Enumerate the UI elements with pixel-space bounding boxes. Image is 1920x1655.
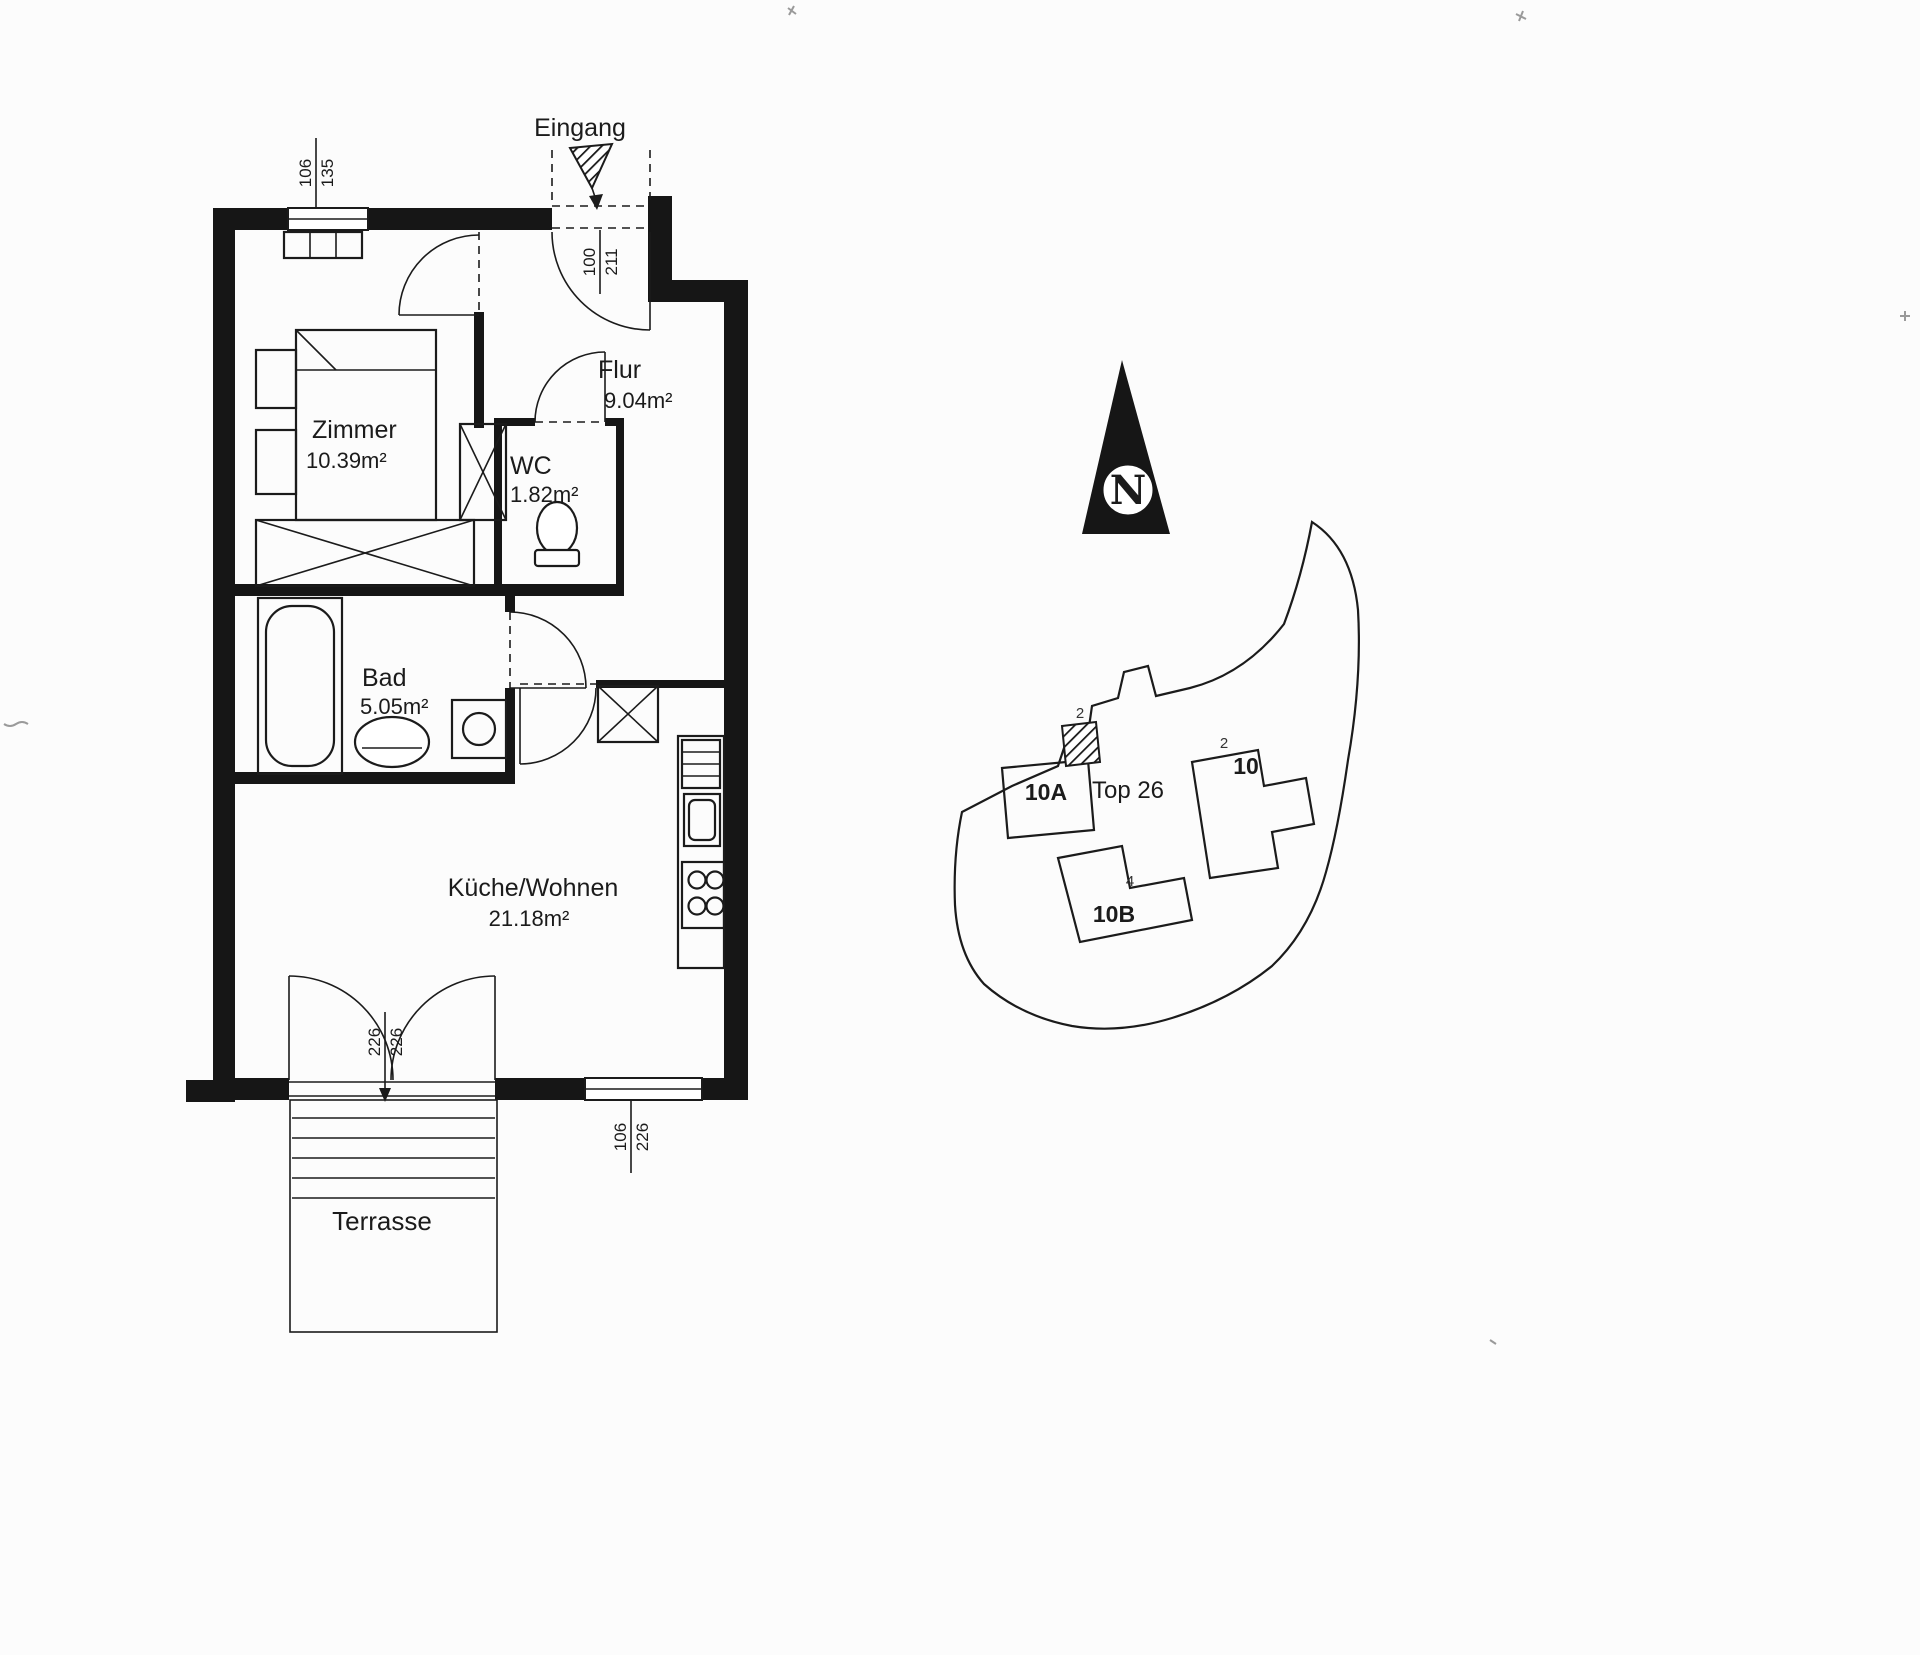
entrance-annotation: Eingang — [534, 114, 626, 210]
dim-value: 106 — [611, 1123, 630, 1151]
bathroom-sink — [353, 715, 431, 769]
dim-value: 226 — [633, 1123, 652, 1151]
terrace-stairs — [292, 1117, 495, 1199]
dimension-terrace-door: 226 226 — [365, 1012, 406, 1072]
site-mark: 4 — [1126, 873, 1134, 890]
windows — [287, 207, 703, 1101]
terrace-double-door — [288, 975, 496, 1097]
washing-machine — [450, 698, 508, 760]
radiator — [282, 230, 364, 260]
dim-value: 100 — [580, 248, 599, 276]
dim-value: 226 — [387, 1028, 406, 1056]
room-labels: Zimmer 10.39m² Flur 9.04m² WC 1.82m² Bad… — [306, 356, 672, 931]
room-label-zimmer: Zimmer — [312, 416, 397, 444]
site-plan: 10A Top 26 10 10B 2 2 4 — [953, 520, 1360, 1030]
terrace-outline — [289, 1099, 498, 1333]
kitchen-appliance — [680, 738, 722, 790]
bad-door — [509, 611, 587, 689]
building-10 — [1190, 748, 1316, 880]
dimension-arrowhead-icon — [379, 1088, 391, 1102]
room-area-flur: 9.04m² — [604, 388, 672, 413]
zimmer-door — [398, 232, 480, 316]
entrance-label: Eingang — [534, 114, 626, 142]
wc-door — [534, 351, 606, 423]
room-label-wc: WC — [510, 452, 552, 480]
kitchen-counter — [676, 734, 726, 970]
building-10a — [1000, 758, 1096, 840]
dim-value: 135 — [318, 159, 337, 187]
site-mark: 2 — [1076, 705, 1084, 722]
doors — [288, 150, 651, 1097]
top-window — [287, 207, 369, 231]
bottom-window — [584, 1077, 703, 1101]
bathtub — [256, 596, 344, 776]
nightstand — [254, 348, 298, 410]
room-area-kueche: 21.18m² — [489, 906, 570, 931]
unit-label: Top 26 — [1092, 777, 1164, 804]
kitchen-sink — [682, 792, 722, 848]
dimension-top-window: 106 135 — [296, 138, 337, 208]
kitchen-door — [519, 683, 597, 765]
wardrobe — [254, 518, 476, 588]
terrace-label: Terrasse — [332, 1206, 432, 1236]
dim-value: 106 — [296, 159, 315, 187]
building-10-label: 10 — [1233, 753, 1259, 779]
fixtures — [254, 230, 726, 970]
installation-shaft — [458, 422, 508, 522]
dimensions: 106 135 100 211 226 226 106 226 — [296, 138, 652, 1173]
site-mark: 2 — [1220, 735, 1228, 752]
unit-marker-icon — [1060, 720, 1102, 768]
dim-value: 226 — [365, 1028, 384, 1056]
entrance-arrowhead-icon — [589, 194, 603, 210]
room-label-bad: Bad — [362, 664, 406, 692]
toilet — [533, 500, 581, 568]
building-10a-label: 10A — [1025, 779, 1067, 805]
building-10b-label: 10B — [1093, 901, 1135, 927]
stove — [680, 860, 726, 930]
north-letter: N — [1110, 467, 1147, 514]
building-10b — [1056, 844, 1194, 944]
room-area-zimmer: 10.39m² — [306, 448, 387, 473]
room-label-kueche: Küche/Wohnen — [448, 874, 619, 902]
north-arrow-icon: N — [1082, 360, 1170, 534]
dimension-entrance-door: 100 211 — [580, 230, 621, 294]
site-plan-outline — [953, 520, 1360, 1030]
dim-value: 211 — [602, 248, 621, 275]
scan-artifacts — [3, 5, 1910, 1345]
room-area-bad: 5.05m² — [360, 694, 428, 719]
room-label-flur: Flur — [598, 356, 641, 384]
nightstand — [254, 428, 298, 496]
hall-cabinet — [596, 684, 660, 744]
room-area-wc: 1.82m² — [510, 482, 578, 507]
dimension-bottom-window: 106 226 — [611, 1101, 652, 1173]
terrace: Terrasse — [289, 1099, 498, 1333]
outer-walls — [186, 196, 748, 1102]
entrance-marker-icon — [568, 142, 614, 191]
entrance-door — [551, 150, 651, 331]
